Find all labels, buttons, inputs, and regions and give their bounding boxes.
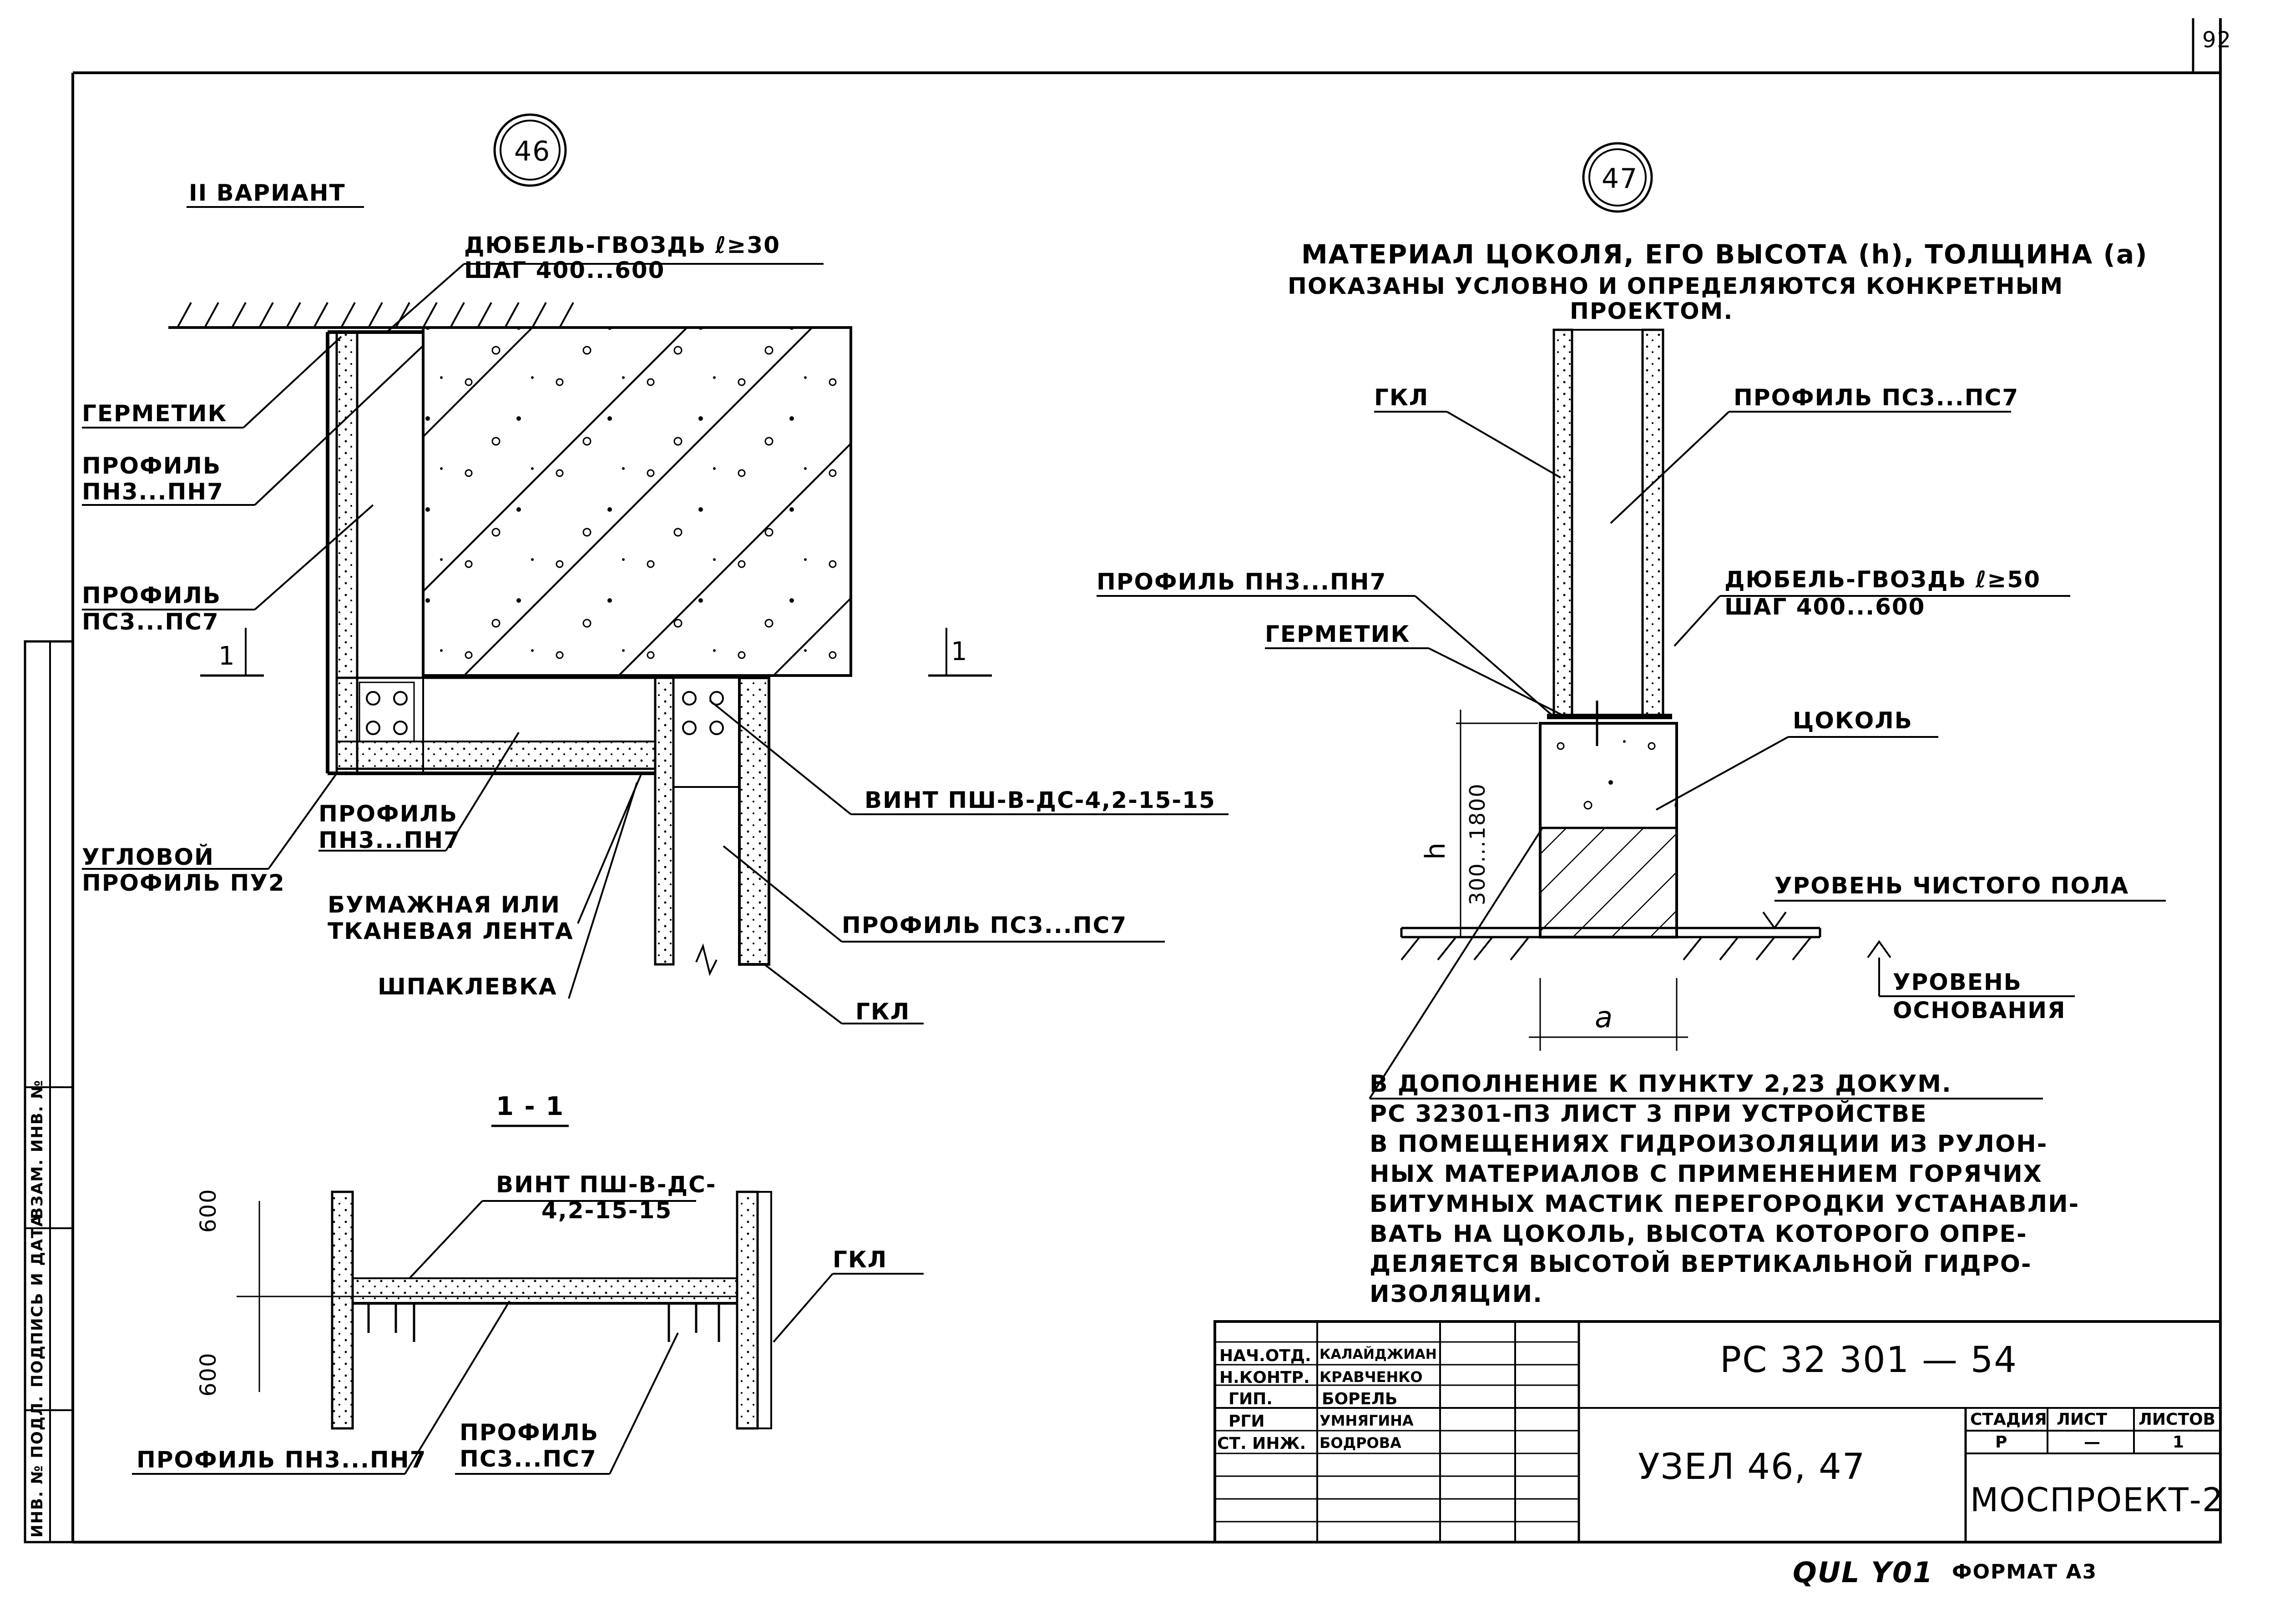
note-line-1: В ДОПОЛНЕНИЕ К ПУНКТУ 2,23 ДОКУМ. (1370, 1070, 1952, 1098)
section-pn-label: ПРОФИЛЬ ПН3...ПН7 (136, 1447, 427, 1473)
node47-header-3: ПРОЕКТОМ. (1570, 298, 1734, 324)
gkl-label-46: ГКЛ (855, 999, 910, 1025)
note-line-2: РС 32301-ПЗ ЛИСТ 3 ПРИ УСТРОЙСТВЕ (1370, 1100, 1927, 1128)
dim-600-top: 600 (196, 1188, 221, 1233)
profile-ps-type: ПС3...ПС7 (82, 609, 219, 635)
tb-role-2: Н.КОНТР. (1219, 1368, 1310, 1387)
tb-person-5: БОДРОВА (1320, 1434, 1401, 1452)
tb-person-4: УМНЯГИНА (1320, 1412, 1414, 1429)
doc-number: РС 32 301 — 54 (1720, 1340, 2018, 1381)
plinth-label: ЦОКОЛЬ (1793, 707, 1913, 734)
node-47-number: 47 (1602, 163, 1638, 195)
note-line-6: ВАТЬ НА ЦОКОЛЬ, ВЫСОТА КОТОРОГО ОПРЕ- (1370, 1221, 2027, 1248)
note-line-5: БИТУМНЫХ МАСТИК ПЕРЕГОРОДКИ УСТАНАВЛИ- (1370, 1190, 2080, 1218)
section-mark-left: 1 (218, 641, 236, 671)
profile-pn-type: ПН3...ПН7 (82, 479, 224, 505)
h-symbol: h (1420, 841, 1451, 860)
profile-pn-low-label: ПРОФИЛЬ (318, 801, 458, 827)
tape-label-1: БУМАЖНАЯ ИЛИ (328, 892, 561, 918)
section-mark-right: 1 (951, 637, 968, 666)
variant-label: II ВАРИАНТ (189, 180, 346, 206)
section-ps-type: ПС3...ПС7 (460, 1446, 597, 1472)
tb-sheet-header: ЛИСТ (2057, 1410, 2108, 1429)
section-screw-label-1: ВИНТ ПШ-В-ДС- (496, 1171, 717, 1198)
gkl-label-47: ГКЛ (1374, 384, 1429, 411)
tb-sheets-header: ЛИСТОВ (2138, 1410, 2216, 1429)
tape-label-2: ТКАНЕВАЯ ЛЕНТА (328, 918, 574, 944)
hermetic-label-47: ГЕРМЕТИК (1265, 621, 1410, 647)
node47-header-1: МАТЕРИАЛ ЦОКОЛЯ, ЕГО ВЫСОТА (h), ТОЛЩИНА… (1301, 239, 2148, 270)
profile-pn-low-type: ПН3...ПН7 (318, 827, 460, 853)
pn-label-47: ПРОФИЛЬ ПН3...ПН7 (1097, 569, 1387, 595)
tb-person-3: БОРЕЛЬ (1322, 1390, 1398, 1408)
profile-ps-label: ПРОФИЛЬ (82, 582, 222, 609)
inventory-mark: QUL Y01 (1793, 1556, 1934, 1589)
section-screw-label-2: 4,2-15-15 (541, 1197, 672, 1224)
stamp-sign-label: ПОДПИСЬ И ДАТА (28, 1214, 46, 1387)
note-line-4: НЫХ МАТЕРИАЛОВ С ПРИМЕНЕНИЕМ ГОРЯЧИХ (1370, 1160, 2042, 1188)
hermetic-label: ГЕРМЕТИК (82, 400, 228, 427)
note-line-7: ДЕЛЯЕТСЯ ВЫСОТОЙ ВЕРТИКАЛЬНОЙ ГИДРО- (1370, 1251, 2032, 1278)
base-level-label-2: ОСНОВАНИЯ (1893, 997, 2066, 1024)
node-46-number: 46 (514, 136, 551, 167)
stamp-inv-label: ИНВ. № ПОДЛ. (28, 1395, 46, 1538)
tb-sheet-value: — (2084, 1433, 2100, 1452)
tb-person-1: КАЛАЙДЖИАН (1320, 1347, 1437, 1362)
note-line-3: В ПОМЕЩЕНИЯХ ГИДРОИЗОЛЯЦИИ ИЗ РУЛОН- (1370, 1130, 2048, 1158)
floor-level-label: УРОВЕНЬ ЧИСТОГО ПОЛА (1774, 873, 2129, 899)
tb-role-1: НАЧ.ОТД. (1219, 1347, 1311, 1365)
a-symbol: a (1595, 1001, 1614, 1034)
dowel-label: ДЮБЕЛЬ-ГВОЗДЬ ℓ≥30 (464, 232, 780, 258)
profile-pn-label: ПРОФИЛЬ (82, 453, 222, 479)
tb-role-4: РГИ (1228, 1412, 1265, 1431)
format-label: ФОРМАТ А3 (1952, 1560, 2098, 1584)
organization-name: МОСПРОЕКТ-2 (1970, 1481, 2224, 1519)
tb-person-2: КРАВЧЕНКО (1320, 1368, 1423, 1386)
corner-profile-type: ПРОФИЛЬ ПУ2 (82, 870, 285, 896)
note-line-8: ИЗОЛЯЦИИ. (1370, 1281, 1543, 1308)
ps-label-47: ПРОФИЛЬ ПС3...ПС7 (1734, 384, 2019, 411)
screw-label: ВИНТ ПШ-В-ДС-4,2-15-15 (864, 787, 1216, 813)
page-number: 92 (2202, 27, 2232, 53)
dowel-label-47: ДЮБЕЛЬ-ГВОЗДЬ ℓ≥50 (1724, 566, 2041, 593)
dowel-step-label-47: ШАГ 400...600 (1724, 594, 1926, 620)
dowel-step-label: ШАГ 400...600 (464, 257, 665, 283)
node-title: УЗЕЛ 46, 47 (1638, 1447, 1866, 1488)
tb-sheets-value: 1 (2173, 1433, 2184, 1452)
tb-stage-value: Р (1995, 1433, 2007, 1452)
putty-label: ШПАКЛЕВКА (378, 973, 557, 1000)
profile-ps-right-label: ПРОФИЛЬ ПС3...ПС7 (842, 912, 1127, 938)
tb-stage-header: СТАДИЯ (1970, 1410, 2047, 1429)
node47-header-2: ПОКАЗАНЫ УСЛОВНО И ОПРЕДЕЛЯЮТСЯ КОНКРЕТН… (1288, 273, 2064, 299)
tb-role-5: СТ. ИНЖ. (1217, 1434, 1306, 1453)
dim-600-bottom: 600 (196, 1352, 221, 1397)
stamp-replace-label: ВЗАМ. ИНВ. № (28, 1079, 46, 1219)
base-level-label-1: УРОВЕНЬ (1893, 969, 2022, 995)
section-title: 1 - 1 (496, 1092, 565, 1121)
section-gkl-label: ГКЛ (833, 1246, 888, 1273)
corner-profile-label: УГЛОВОЙ (82, 844, 214, 870)
h-dimension: 300...1800 (1465, 783, 1490, 905)
section-ps-label: ПРОФИЛЬ (460, 1419, 599, 1446)
tb-role-3: ГИП. (1228, 1390, 1273, 1408)
